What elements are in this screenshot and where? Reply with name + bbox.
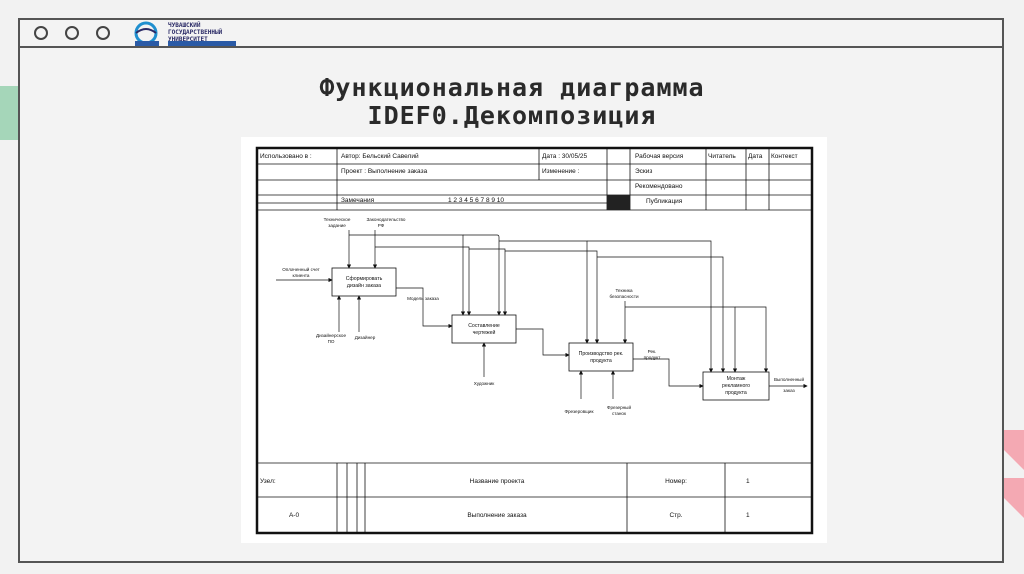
hdr-date: Дата : 30/05/25 (542, 153, 587, 160)
arrow-label-safety-1: Техника (615, 288, 633, 293)
function-box-2 (451, 314, 517, 344)
box-4-label-3: продукта (725, 390, 747, 396)
hdr-working: Рабочая версия (635, 152, 684, 160)
arrow-label-model: Модель заказа (407, 296, 439, 301)
arrow-label-artist: Художник (474, 381, 495, 386)
title-line-2: IDEF0.Декомпозиция (367, 101, 657, 130)
footer-grid (257, 462, 812, 533)
arrow-label-product-1: Рек. (648, 349, 657, 354)
hdr-author: Автор: Бельский Савелий (341, 152, 419, 160)
arrow-label-design-sw-1: Дизайнерское (316, 332, 346, 338)
window-control-2[interactable] (65, 26, 79, 40)
window-titlebar (18, 18, 1004, 48)
hdr-recommended: Рекомендовано (635, 183, 683, 190)
function-box-4 (702, 371, 770, 401)
box-1-label-1: Сформировать (346, 276, 383, 282)
idef0-diagram: Использовано в : Автор: Бельский Савелий… (255, 146, 814, 535)
hdr-notes-numbers: 1 2 3 4 5 6 7 8 9 10 (448, 197, 504, 204)
logo-line-3: УНИВЕРСИТЕТ (168, 36, 208, 43)
arrow-label-designer: Дизайнер (355, 334, 376, 340)
ftr-number-val: 1 (746, 478, 750, 485)
box-3-label-2: продукта (590, 358, 612, 364)
box-2-label-2: чертежей (473, 329, 496, 336)
sheet-border (255, 146, 814, 535)
university-logo: ЧУВАШСКИЙ ГОСУДАРСТВЕННЫЙ УНИВЕРСИТЕТ (132, 21, 252, 47)
diagram-arrows (276, 230, 808, 399)
hdr-project: Проект : Выполнение заказа (341, 168, 428, 175)
logo-band (168, 41, 236, 46)
arrow-label-law-2: РФ (378, 223, 385, 228)
box-3-label-1: Производство рек. (579, 351, 624, 357)
box-4-label-2: рекламного (722, 383, 750, 389)
hdr-reader: Читатель (708, 153, 736, 160)
ftr-page-val: 1 (746, 512, 750, 519)
arrow-label-paid-1: Оплаченный счет (282, 266, 320, 272)
ftr-project-name: Название проекта (470, 478, 525, 485)
ftr-node-val: А-0 (289, 512, 300, 519)
function-box-1 (331, 267, 397, 297)
arrow-label-tech-task-2: задание (328, 223, 346, 228)
logo-line-2: ГОСУДАРСТВЕННЫЙ (168, 29, 223, 36)
arrow-label-machine-2: станок (612, 411, 627, 416)
arrow-label-safety-2: безопасности (609, 294, 638, 299)
slide-title: Функциональная диаграмма IDEF0.Декомпози… (200, 74, 824, 130)
arrow-label-paid-2: клиента (292, 273, 309, 278)
hdr-context: Контекст (771, 153, 798, 160)
box-1-label-2: дизайн заказа (347, 282, 381, 289)
window-control-3[interactable] (96, 26, 110, 40)
logo-line-1: ЧУВАШСКИЙ (168, 22, 201, 29)
idef0-sheet: Использовано в : Автор: Бельский Савелий… (241, 137, 827, 543)
hdr-date-col: Дата (748, 153, 763, 160)
box-4-label-1: Монтаж (727, 376, 746, 382)
hdr-used-at: Использовано в : (260, 153, 312, 160)
publication-marker (607, 195, 630, 210)
arrow-label-product-2: продукт (644, 355, 662, 360)
arrow-label-done-1: Выполненный (774, 376, 804, 382)
globe-icon (134, 21, 159, 46)
hdr-notes: Замечания (341, 197, 375, 204)
arrow-label-machine-1: Фрезерный (607, 404, 632, 410)
title-line-1: Функциональная диаграмма (319, 73, 705, 102)
ftr-node: Узел: (260, 478, 276, 485)
header-grid (257, 148, 812, 211)
ftr-project-val: Выполнение заказа (467, 512, 527, 519)
hdr-change: Изменение : (542, 168, 580, 175)
ftr-number: Номер: (665, 478, 687, 485)
arrow-label-tech-task-1: Техническое (324, 217, 351, 222)
box-2-label-1: Составление (468, 323, 500, 329)
hdr-publication: Публикация (646, 197, 683, 205)
window-control-1[interactable] (34, 26, 48, 40)
hdr-sketch: Эскиз (635, 168, 652, 175)
arrow-label-done-2: заказ (783, 388, 794, 393)
arrow-label-milling: Фрезеровщик (564, 409, 594, 414)
arrow-label-design-sw-2: ПО (328, 339, 335, 344)
function-box-3 (568, 342, 634, 372)
arrow-label-law-1: Законодательство (367, 217, 406, 222)
ftr-page: Стр. (669, 512, 682, 519)
